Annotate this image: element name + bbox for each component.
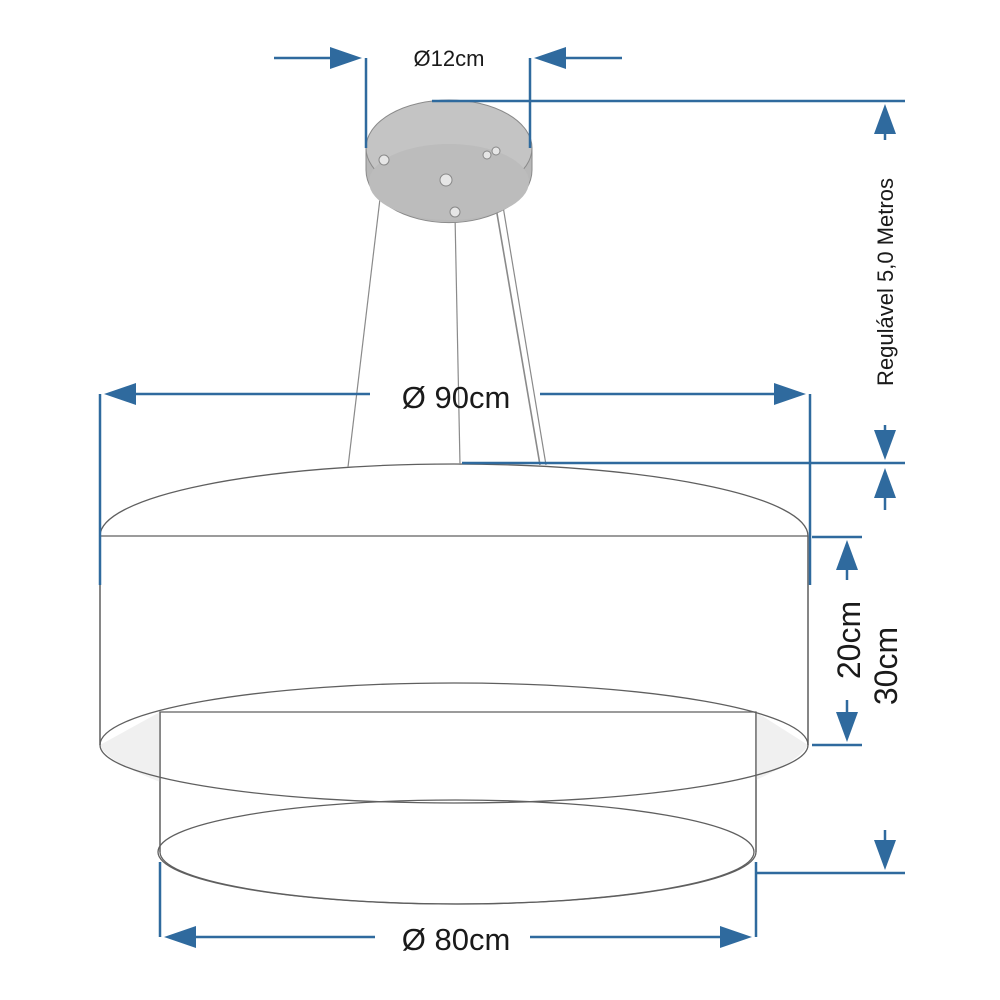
upper-drum-inner-left (100, 712, 160, 782)
upper-drum-top-rim (99, 463, 809, 537)
dimension-canopy-diameter: Ø12cm (274, 46, 622, 148)
dimension-upper-drum-height: 20cm (812, 535, 867, 747)
suspension-cable-left (347, 164, 385, 468)
bottom-diameter-label: Ø 80cm (402, 922, 511, 957)
suspension-cable-center (454, 214, 461, 466)
upper-drum-body (99, 535, 809, 804)
dimension-total-height: 30cm (756, 468, 905, 875)
ceiling-canopy (365, 99, 533, 224)
dimension-top-diameter: Ø 90cm (98, 380, 812, 585)
cable-length-label: Regulável 5,0 Metros (873, 178, 898, 386)
dimension-cable-length: Regulável 5,0 Metros (432, 99, 905, 465)
total-height-label: 30cm (868, 627, 904, 705)
upper-drum-bottom-rim-back (99, 682, 809, 746)
dimension-bottom-diameter: Ø 80cm (158, 862, 758, 957)
top-diameter-label: Ø 90cm (402, 380, 511, 415)
lower-drum-bottom-rim (157, 799, 755, 905)
canopy-diameter-label: Ø12cm (414, 46, 485, 71)
upper-drum-height-label: 20cm (831, 601, 867, 679)
upper-drum-inner-right (756, 712, 808, 780)
pendant-lamp (99, 99, 809, 905)
lower-drum-body (159, 711, 757, 905)
